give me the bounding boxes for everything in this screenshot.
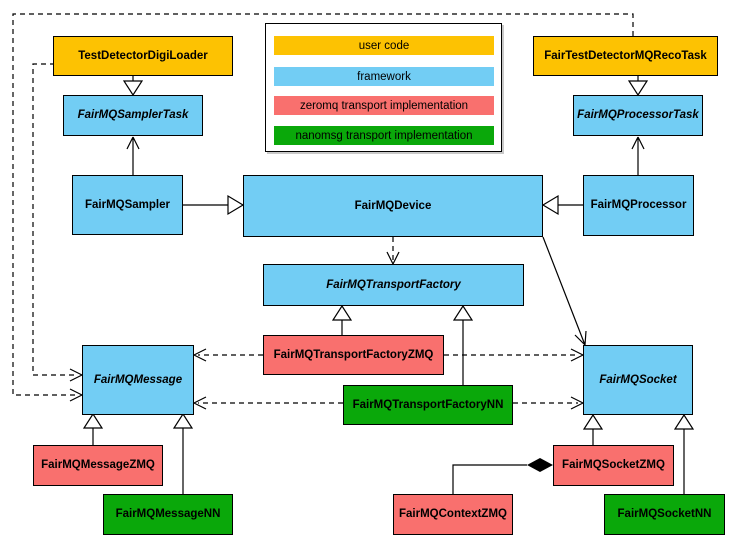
inheritance-triangle bbox=[331, 304, 353, 321]
class-box-fairmqtransportfactory: FairMQTransportFactory bbox=[263, 264, 524, 306]
class-box-fairmqdevice: FairMQDevice bbox=[243, 175, 543, 237]
class-box-fairmqmessage: FairMQMessage bbox=[82, 345, 194, 415]
legend: user code framework zeromq transport imp… bbox=[265, 23, 502, 152]
class-box-fairmqtransportfactorynn: FairMQTransportFactoryNN bbox=[343, 385, 513, 425]
class-box-fairmqsampler: FairMQSampler bbox=[72, 175, 183, 235]
composition-contextzmq-socketzmq bbox=[452, 464, 527, 494]
class-box-fairmqtransportfactoryzmq: FairMQTransportFactoryZMQ bbox=[263, 335, 444, 375]
class-box-fairmqcontextzmq: FairMQContextZMQ bbox=[393, 494, 513, 535]
class-box-fairmqsocketzmq: FairMQSocketZMQ bbox=[553, 445, 674, 486]
class-box-fairmqmessagezmq: FairMQMessageZMQ bbox=[33, 445, 163, 486]
inheritance-triangle bbox=[172, 412, 194, 429]
inheritance-triangle bbox=[227, 194, 245, 216]
legend-item-user-code: user code bbox=[274, 36, 494, 55]
class-box-fairmqsamplertask: FairMQSamplerTask bbox=[63, 95, 203, 136]
class-box-fairmqprocessor: FairMQProcessor bbox=[583, 175, 694, 236]
inheritance-triangle bbox=[452, 304, 474, 321]
inheritance-triangle bbox=[582, 413, 604, 430]
dependency-digiloader-to-message bbox=[32, 63, 78, 376]
association-processor-processortask bbox=[631, 136, 645, 175]
legend-item-framework: framework bbox=[274, 67, 494, 86]
composition-diamond bbox=[527, 458, 553, 472]
inheritance-triangle bbox=[82, 412, 104, 429]
class-box-fairmqsocket: FairMQSocket bbox=[583, 345, 693, 415]
dependency-arrowhead bbox=[386, 251, 400, 265]
inheritance-triangle bbox=[122, 80, 144, 97]
dependency-recotask-to-message bbox=[12, 13, 634, 396]
dependency-arrowhead bbox=[193, 348, 584, 362]
class-box-testdetectordigiloader: TestDetectorDigiLoader bbox=[53, 36, 233, 76]
dependency-arrowhead bbox=[69, 388, 83, 402]
inheritance-triangle bbox=[627, 80, 649, 97]
dependency-arrowhead bbox=[69, 368, 83, 382]
legend-item-zeromq: zeromq transport implementation bbox=[274, 96, 494, 115]
class-box-fairmqsocketnn: FairMQSocketNN bbox=[604, 494, 725, 535]
class-box-fairmqmessagenn: FairMQMessageNN bbox=[103, 494, 233, 535]
class-box-fairmqprocessortask: FairMQProcessorTask bbox=[573, 95, 703, 136]
legend-item-nanomsg: nanomsg transport implementation bbox=[274, 126, 494, 145]
association-device-socket bbox=[542, 236, 587, 346]
inheritance-triangle bbox=[541, 194, 559, 216]
dependency-arrowhead bbox=[193, 396, 584, 410]
class-box-fairtestdetectormqrecotask: FairTestDetectorMQRecoTask bbox=[533, 36, 718, 76]
association-sampler-samplertask bbox=[126, 136, 140, 175]
inheritance-triangle bbox=[673, 413, 695, 430]
